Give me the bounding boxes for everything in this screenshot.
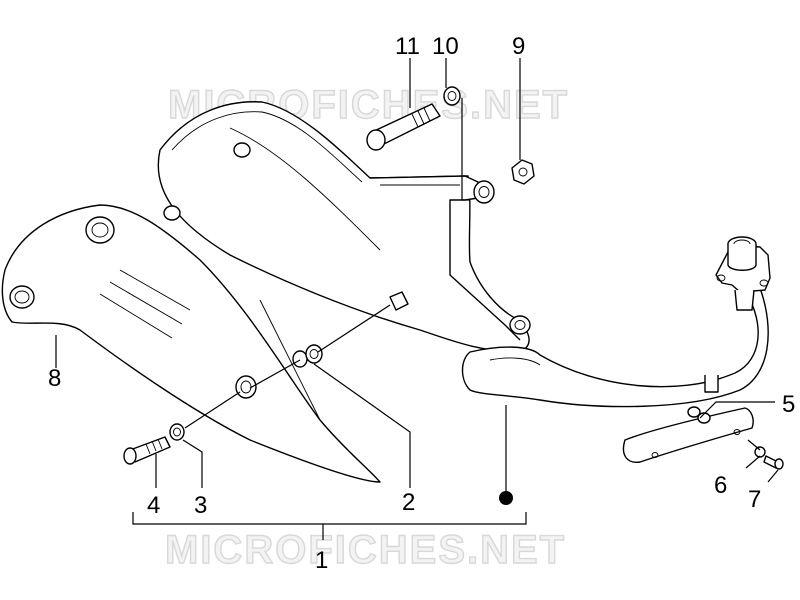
- nut-9: [511, 159, 535, 185]
- callout-8: 8: [48, 365, 61, 392]
- heel-plate: [622, 407, 754, 463]
- callout-4: 4: [147, 492, 160, 519]
- spacer-top: [389, 291, 409, 311]
- callout-5: 5: [782, 391, 795, 418]
- assembly-marker-dot: [499, 491, 513, 505]
- washer-6: [754, 446, 766, 458]
- callout-7: 7: [748, 486, 761, 513]
- callout-10: 10: [432, 33, 459, 60]
- callout-1: 1: [315, 547, 328, 574]
- callout-6: 6: [714, 472, 727, 499]
- inlet-flange: [715, 236, 771, 311]
- screw-7: [763, 455, 784, 470]
- bolt-11: [366, 103, 441, 151]
- callout-11: 11: [395, 33, 420, 60]
- screw-4: [123, 436, 171, 465]
- spacer-2: [292, 344, 323, 368]
- callout-9: 9: [512, 33, 525, 60]
- bracket-bush: [473, 180, 495, 204]
- washer-3: [169, 423, 185, 441]
- washer-10: [443, 86, 461, 106]
- watermark-bottom: MICROFICHES.NET: [165, 528, 566, 572]
- callout-3: 3: [194, 492, 207, 519]
- screw-5: [687, 406, 711, 424]
- heat-shield: [1, 204, 381, 483]
- callout-2: 2: [402, 489, 415, 516]
- leader-lines: [55, 58, 779, 540]
